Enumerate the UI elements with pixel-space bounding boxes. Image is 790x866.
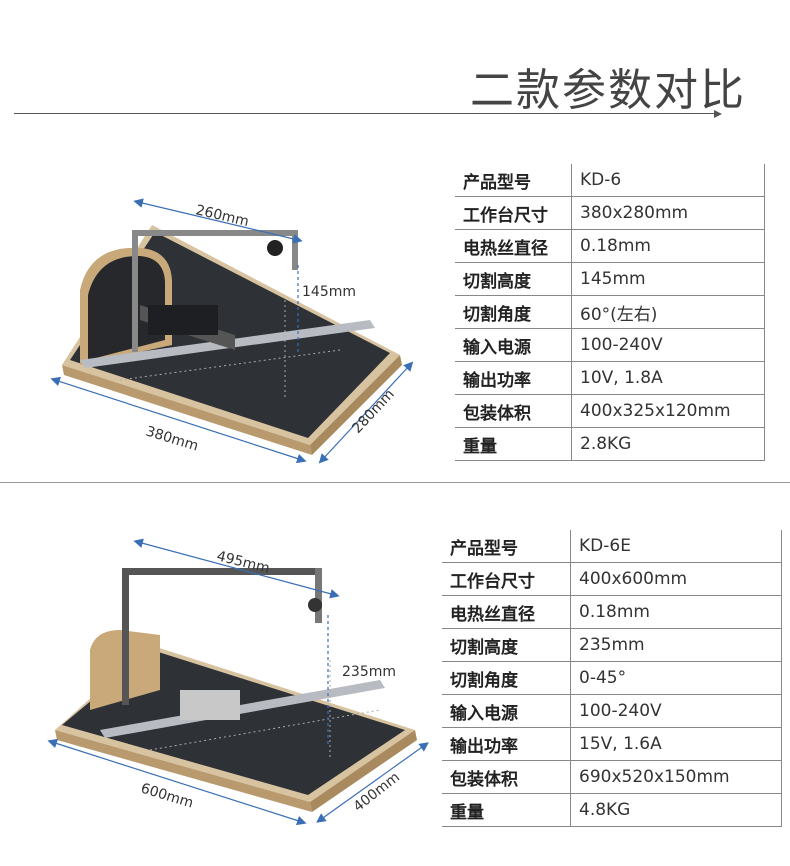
spec-value: 4.8KG <box>570 793 782 827</box>
spec-key: 工作台尺寸 <box>442 562 571 596</box>
spec-key: 包装体积 <box>442 760 571 794</box>
spec-key: 产品型号 <box>455 164 572 197</box>
spec-value: 690x520x150mm <box>570 760 782 794</box>
spec-value: 100-240V <box>570 694 782 728</box>
page-title: 二款参数对比 <box>470 65 746 116</box>
product-2-illustration: 495mm 235mm 600mm 400mm <box>47 538 429 826</box>
spec-key: 电热丝直径 <box>455 229 572 263</box>
spec-value: 0.18mm <box>571 229 765 263</box>
spec-value: 145mm <box>571 262 765 296</box>
spec-key: 产品型号 <box>442 530 571 563</box>
title-underline <box>14 113 717 114</box>
spec-key: 输出功率 <box>442 727 571 761</box>
product-1-height-label: 145mm <box>302 284 356 300</box>
spec-key: 工作台尺寸 <box>455 196 572 230</box>
product-1-length-label: 380mm <box>144 424 200 455</box>
spec-key: 切割高度 <box>442 628 571 662</box>
spec-key: 输入电源 <box>442 694 571 728</box>
product-1-illustration: 260mm 145mm 380mm 280mm <box>50 198 414 464</box>
spec-value: 15V, 1.6A <box>570 727 782 761</box>
section-divider <box>0 482 790 483</box>
spec-value: KD-6E <box>570 530 782 563</box>
spec-key: 电热丝直径 <box>442 595 571 629</box>
spec-key: 切割高度 <box>455 262 572 296</box>
spec-key: 包装体积 <box>455 394 572 428</box>
spec-key: 切割角度 <box>442 661 571 695</box>
product-1-width-label: 260mm <box>194 202 250 230</box>
spec-value: 0.18mm <box>570 595 782 629</box>
spec-value: 380x280mm <box>571 196 765 230</box>
spec-key: 重量 <box>455 427 572 461</box>
spec-value: 400x600mm <box>570 562 782 596</box>
spec-key: 输出功率 <box>455 361 572 395</box>
spec-key: 切割角度 <box>455 295 572 329</box>
spec-value: 235mm <box>570 628 782 662</box>
spec-value: 10V, 1.8A <box>571 361 765 395</box>
spec-value: 60°(左右) <box>571 295 765 329</box>
spec-value: KD-6 <box>571 164 765 197</box>
spec-key: 输入电源 <box>455 328 572 362</box>
spec-value: 100-240V <box>571 328 765 362</box>
title-arrow-icon <box>714 110 722 118</box>
spec-key: 重量 <box>442 793 571 827</box>
spec-value: 0-45° <box>570 661 782 695</box>
spec-value: 400x325x120mm <box>571 394 765 428</box>
product-2-height-label: 235mm <box>342 664 396 680</box>
spec-value: 2.8KG <box>571 427 765 461</box>
